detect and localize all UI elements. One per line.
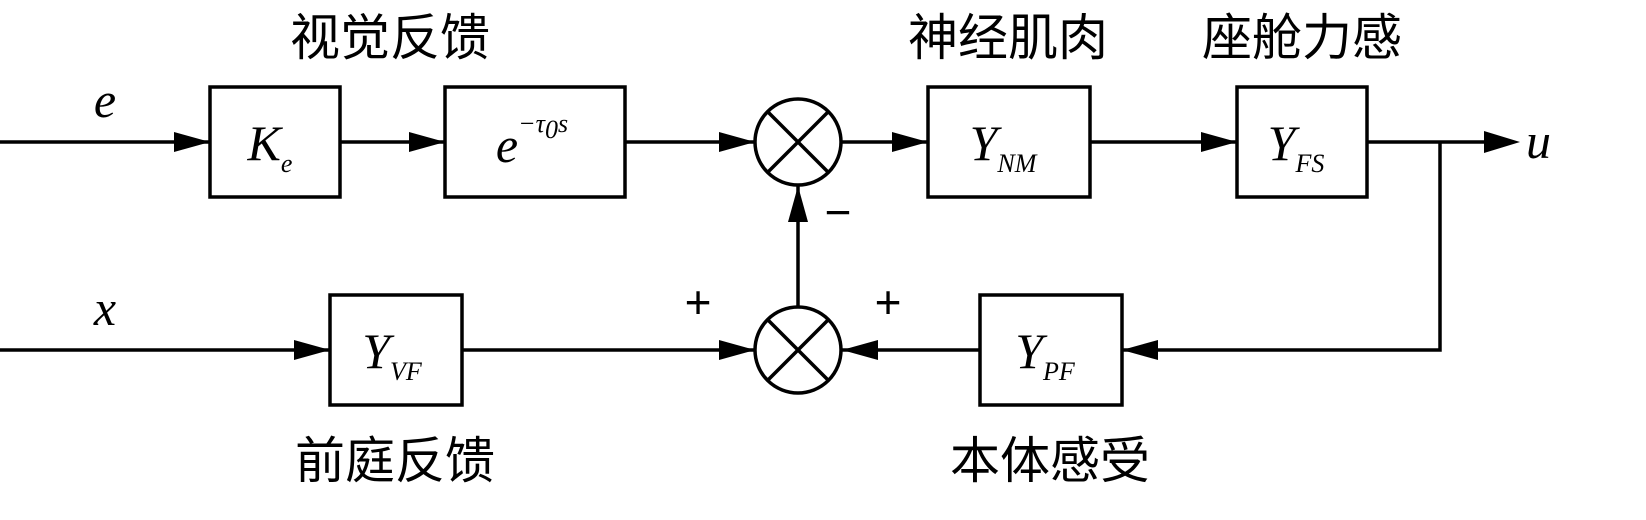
signal-x: x bbox=[93, 280, 116, 336]
arrowhead bbox=[1484, 131, 1520, 153]
arrowhead bbox=[1122, 340, 1158, 360]
svg-text:e−τ0s: e−τ0s bbox=[496, 109, 568, 173]
block-delay: e−τ0s bbox=[443, 85, 627, 199]
arrowhead bbox=[842, 340, 878, 360]
signal-u: u bbox=[1526, 113, 1551, 169]
block-yvf: YVF bbox=[328, 293, 464, 407]
arrowhead bbox=[409, 132, 445, 152]
svg-text:YFS: YFS bbox=[1268, 115, 1325, 178]
block-ypf: YPF bbox=[978, 293, 1124, 407]
arrowhead bbox=[788, 186, 808, 222]
summing-junction-top bbox=[753, 97, 843, 187]
svg-text:YVF: YVF bbox=[362, 323, 423, 386]
minus-sign: − bbox=[825, 186, 852, 238]
feedback-line bbox=[1122, 142, 1442, 352]
label-visual-feedback: 视觉反馈 bbox=[290, 9, 490, 67]
plus-sign-left: + bbox=[685, 276, 712, 328]
svg-text:YNM: YNM bbox=[970, 115, 1038, 178]
arrowheads bbox=[174, 131, 1520, 360]
svg-text:Ke: Ke bbox=[247, 115, 293, 178]
signal-e: e bbox=[94, 72, 116, 128]
arrowhead bbox=[719, 340, 755, 360]
label-cockpit-force: 座舱力感 bbox=[1202, 9, 1402, 67]
svg-text:YPF: YPF bbox=[1015, 323, 1076, 386]
summing-junction-bottom bbox=[753, 305, 843, 395]
block-ke: Ke bbox=[208, 85, 342, 199]
arrowhead bbox=[1201, 132, 1237, 152]
block-yfs: YFS bbox=[1235, 85, 1369, 199]
arrowhead bbox=[294, 340, 330, 360]
arrowhead bbox=[719, 132, 755, 152]
label-vestibular-feedback: 前庭反馈 bbox=[295, 432, 495, 490]
label-neuromuscular: 神经肌肉 bbox=[908, 9, 1108, 67]
connection-lines bbox=[0, 140, 1510, 352]
arrowhead bbox=[174, 132, 210, 152]
plus-sign-right: + bbox=[875, 276, 902, 328]
arrowhead bbox=[892, 132, 928, 152]
label-proprioception: 本体感受 bbox=[950, 432, 1150, 490]
block-ynm: YNM bbox=[926, 85, 1092, 199]
